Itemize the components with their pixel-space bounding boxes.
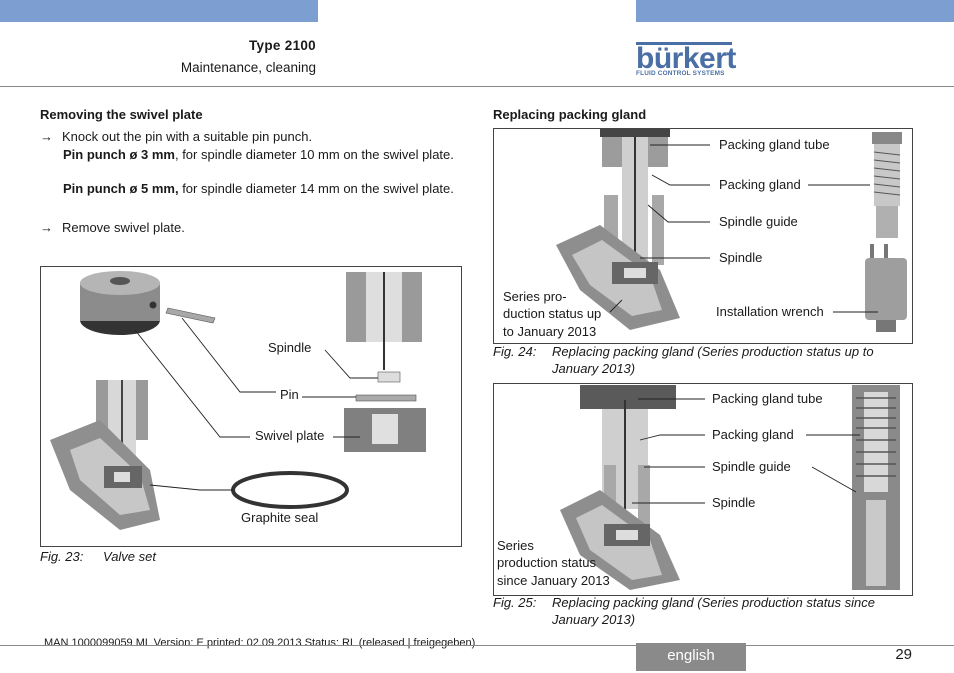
label-spindle-guide-24: Spindle guide [719, 214, 798, 229]
pin5-bold: Pin punch ø 5 mm, [63, 181, 179, 196]
label-series-25-line2: production status [497, 555, 597, 570]
caption-number: Fig. 23: [40, 549, 84, 564]
swivel-plate-illustration [80, 271, 160, 335]
valve-section-25 [560, 385, 680, 590]
valve-body-illustration [50, 380, 160, 530]
step1-text: Knock out the pin with a suitable pin pu… [62, 129, 313, 144]
arrow-icon: → [40, 129, 53, 144]
logo-tagline: FLUID CONTROL SYSTEMS [636, 70, 725, 77]
pin5-rest: for spindle diameter 14 mm on the swivel… [178, 181, 454, 196]
page-number: 29 [895, 646, 912, 663]
label-packing-gland-tube-25: Packing gland tube [712, 391, 823, 406]
footer-rule [0, 645, 954, 646]
step2-text: Remove swivel plate. [62, 220, 185, 235]
label-spindle-25: Spindle [712, 495, 756, 510]
label-pin: Pin [280, 387, 299, 402]
label-packing-gland-tube-24: Packing gland tube [719, 137, 830, 152]
caption-line2: January 2013) [552, 612, 636, 627]
pin-illustration [165, 307, 216, 324]
pin3-rest: , for spindle diameter 10 mm on the swiv… [174, 147, 454, 162]
caption-line1: Replacing packing gland (Series producti… [552, 595, 876, 610]
label-series-24-line1: Series pro- [503, 289, 567, 304]
figure-24-caption: Fig. 24: Replacing packing gland (Series … [493, 343, 913, 377]
header-bar-right [636, 0, 954, 22]
header-bar-left [0, 0, 318, 22]
logo-bar [636, 42, 732, 45]
packing-tube-25 [852, 385, 900, 590]
label-swivel-plate: Swivel plate [255, 428, 325, 443]
label-spindle-24: Spindle [719, 250, 763, 265]
pin-punch-5mm: Pin punch ø 5 mm, for spindle diameter 1… [63, 180, 458, 197]
type-label: Type 2100 [249, 38, 316, 53]
label-series-24-line2: duction status up [503, 306, 602, 321]
pin3-bold: Pin punch ø 3 mm [63, 147, 175, 162]
label-installation-wrench-24: Installation wrench [716, 304, 824, 319]
pin-punch-3mm: Pin punch ø 3 mm, for spindle diameter 1… [63, 146, 458, 163]
label-spindle-guide-25: Spindle guide [712, 459, 791, 474]
caption-text: Valve set [103, 549, 156, 564]
step-remove-swivel: → Remove swivel plate. [40, 219, 460, 236]
label-series-25-line3: since January 2013 [497, 573, 610, 588]
caption-number: Fig. 24: [493, 344, 537, 359]
step-knock-out-pin: → Knock out the pin with a suitable pin p… [40, 128, 460, 145]
header-rule [0, 86, 954, 87]
caption-line1: Replacing packing gland (Series producti… [552, 344, 874, 359]
valve-section-24 [556, 129, 680, 330]
figure-25-caption: Fig. 25: Replacing packing gland (Series … [493, 594, 913, 628]
label-series-24-line3: to January 2013 [503, 324, 597, 339]
label-packing-gland-25: Packing gland [712, 427, 794, 442]
figure-23-caption: Fig. 23: Valve set [40, 548, 156, 565]
packing-tube-24 [872, 132, 902, 238]
logo-word: bürkert [636, 42, 736, 75]
label-packing-gland-24: Packing gland [719, 177, 801, 192]
arrow-icon: → [40, 220, 53, 235]
spindle-detail-illustration [344, 272, 426, 452]
figure-25-box [493, 383, 913, 596]
left-heading: Removing the swivel plate [40, 107, 203, 122]
language-tab: english [636, 643, 746, 671]
section-subtitle: Maintenance, cleaning [180, 60, 316, 75]
caption-number: Fig. 25: [493, 595, 537, 610]
installation-wrench-24 [865, 244, 907, 332]
document-info: MAN 1000099059 ML Version: E printed: 02… [44, 637, 476, 649]
caption-line2: January 2013) [552, 361, 636, 376]
burkert-logo: bürkert FLUID CONTROL SYSTEMS [636, 40, 736, 80]
figure-24-box [493, 128, 913, 344]
label-graphite-seal: Graphite seal [241, 510, 319, 525]
label-spindle: Spindle [268, 340, 312, 355]
label-series-25-line1: Series [497, 538, 534, 553]
right-heading: Replacing packing gland [493, 107, 647, 122]
